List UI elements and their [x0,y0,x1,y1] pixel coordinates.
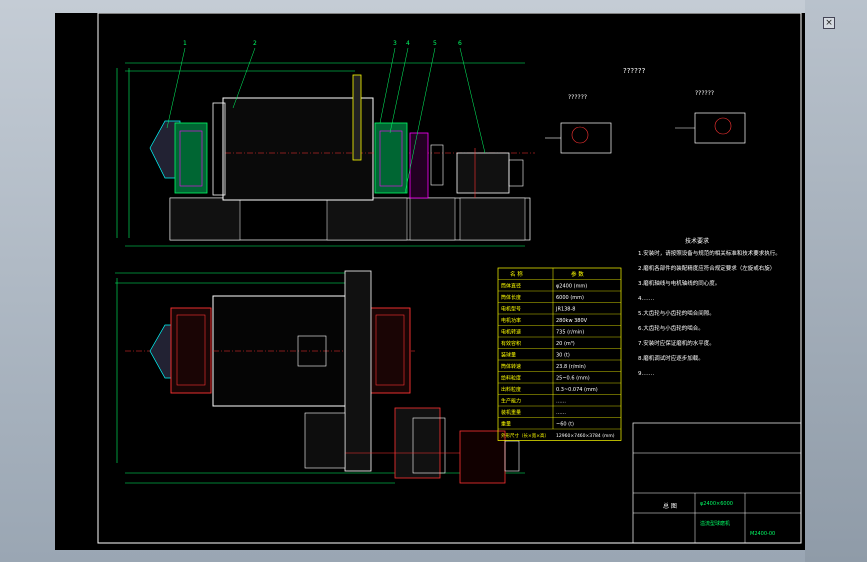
spec-row-value: JR138-8 [555,307,575,313]
spec-row-name: 重量 [501,421,511,428]
spec-row-name: 电机转速 [501,329,521,336]
spec-row-value: …… [556,410,566,416]
tech-note-line: 9.…… [638,371,654,377]
title-block-subtitle: 溢流型球磨机 [700,520,730,527]
callout-label-2: 2 [253,40,257,47]
spec-row-name: 电机型号 [501,306,521,313]
spec-row-name: 装机重量 [501,409,521,416]
callout-label-6: 6 [458,40,462,47]
drawing-border [97,12,802,544]
spec-row-value: …… [556,399,566,405]
tech-note-line: 3.磨机轴线与电机轴线的同心度。 [638,279,720,287]
title-block: 总 图 φ2400×6000 溢流型球磨机 M2400-00 [632,422,802,544]
tech-note-line: 2.磨机各部件的装配精度应符合规定要求（左旋或右旋） [638,264,775,272]
title-block-title: 总 图 [663,502,677,510]
plan-view [115,270,525,484]
spec-row-name: 有效容积 [501,340,521,347]
callout-label-1: 1 [183,40,187,47]
callout-label-3: 3 [393,40,397,47]
spec-row-name: 出料粒度 [501,386,521,393]
technical-notes: 技术要求 1.安装时，请按照设备与规范的相关标准和技术要求执行。 2.磨机各部件的… [638,237,781,377]
spec-row-value: 23.8 (r/min) [556,364,586,370]
drawing-canvas: 1 2 3 4 5 6 [97,12,802,544]
title-block-drawing-no: M2400-00 [750,531,775,537]
spec-row-name: 筒体长度 [501,294,521,301]
spec-row-value: 6000 (mm) [556,295,584,301]
spec-row-value: 0.3~0.074 (mm) [556,387,598,393]
spec-row-value: ~60 (t) [556,422,574,428]
spec-row-value: φ2400 (mm) [556,284,587,290]
spec-footer-value: 12960×7460×3784 (mm) [556,433,615,439]
tech-note-line: 1.安装时，请按照设备与规范的相关标准和技术要求执行。 [638,249,781,257]
spec-footer-label: 外形尺寸（长×宽×高） [501,432,549,439]
tech-note-line: 4.…… [638,296,654,302]
spec-header-value: 参 数 [571,270,584,278]
spec-row-value: 280kw 380V [556,318,588,324]
right-panel [805,0,867,562]
tech-note-line: 8.磨机调试时应逐步加载。 [638,354,704,362]
spec-header-name: 名 称 [510,270,523,278]
title-block-model: φ2400×6000 [700,501,733,507]
view-title: ?????? [623,67,646,75]
spec-row-value: 30 (t) [556,353,570,359]
detail-right-title: ?????? [695,90,714,97]
drawing-sheet[interactable]: 1 2 3 4 5 6 [55,12,807,550]
tech-notes-title: 技术要求 [685,237,709,245]
spec-row-value: 20 (m³) [556,341,575,347]
tech-note-line: 6.大齿轮与小齿轮的啮合。 [638,324,704,332]
spec-row-value: 25~0.6 (mm) [556,376,590,382]
callout-label-5: 5 [433,40,437,47]
spec-row-name: 筒体转速 [501,363,521,370]
detail-left-title: ?????? [568,94,587,101]
spec-row-value: 735 (r/min) [556,330,584,336]
spec-row-name: 装球量 [501,352,516,359]
spec-row-name: 生产能力 [501,398,521,405]
front-elevation-view: 1 2 3 4 5 6 [116,40,535,247]
detail-views: ?????? ?????? ?????? [545,67,746,154]
spec-row-name: 筒体直径 [501,283,521,290]
tech-note-line: 7.安装时应保证磨机的水平度。 [638,339,715,347]
spec-row-name: 电机功率 [501,317,521,324]
spec-table-frame [497,267,622,441]
spec-row-name: 给料粒度 [501,375,521,382]
callout-label-4: 4 [406,40,410,47]
close-button[interactable]: × [823,17,835,29]
tech-note-line: 5.大齿轮与小齿轮的啮合间隙。 [638,309,715,317]
